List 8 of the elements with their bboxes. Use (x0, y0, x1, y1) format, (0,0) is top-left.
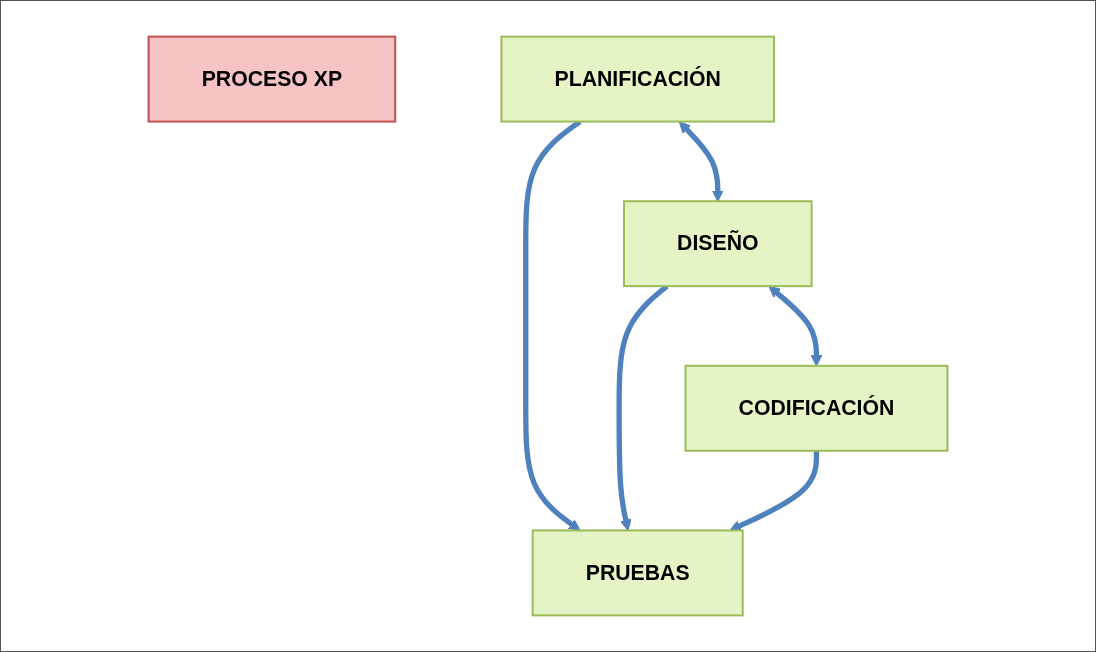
arrow (678, 121, 724, 202)
node-box: DISEÑO (623, 200, 813, 288)
node-box: PRUEBAS (531, 529, 744, 617)
node-box: PROCESO XP (147, 35, 397, 123)
node-box: CODIFICACIÓN (684, 364, 949, 452)
node-box: PLANIFICACIÓN (500, 35, 775, 123)
arrow (768, 286, 823, 367)
arrow (729, 450, 820, 532)
